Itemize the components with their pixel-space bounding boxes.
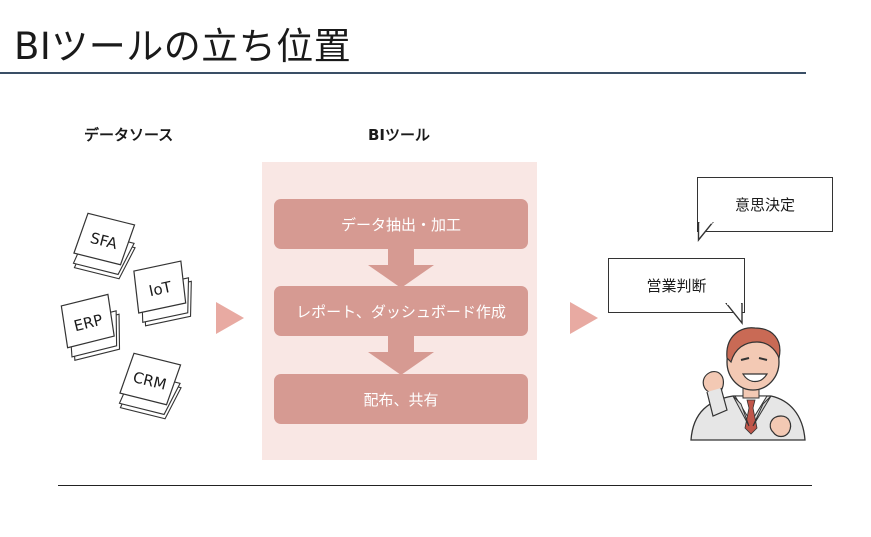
bi-tool-heading: BIツール <box>368 126 431 144</box>
page-title: BIツールの立ち位置 <box>14 25 352 68</box>
step-report-dashboard: レポート、ダッシュボード作成 <box>274 286 528 336</box>
iot-label: IoT <box>147 278 174 301</box>
businessman-illustration <box>690 327 806 441</box>
iot-document-stack: IoT <box>129 259 199 328</box>
footer-divider <box>58 485 812 486</box>
decision-bubble-tail <box>697 222 714 242</box>
erp-document-stack: ERP <box>56 292 128 362</box>
sfa-document-stack: SFA <box>69 211 141 282</box>
flow-arrow-right-2 <box>570 302 598 334</box>
data-sources-group: SFA IoT ERP CRM <box>56 211 199 422</box>
step-arrow-down-2 <box>368 335 434 375</box>
step-distribution-sharing: 配布、共有 <box>274 374 528 424</box>
title-divider <box>0 72 806 74</box>
sales-judgment-bubble: 営業判断 <box>608 258 745 313</box>
flow-arrow-right-1 <box>216 302 244 334</box>
data-sources-heading: データソース <box>84 126 174 144</box>
step-arrow-down-1 <box>368 248 434 288</box>
step-data-extraction: データ抽出・加工 <box>274 199 528 249</box>
sales-judgment-bubble-tail <box>725 303 743 325</box>
crm-document-stack: CRM <box>115 351 187 422</box>
decision-bubble: 意思決定 <box>697 177 833 232</box>
